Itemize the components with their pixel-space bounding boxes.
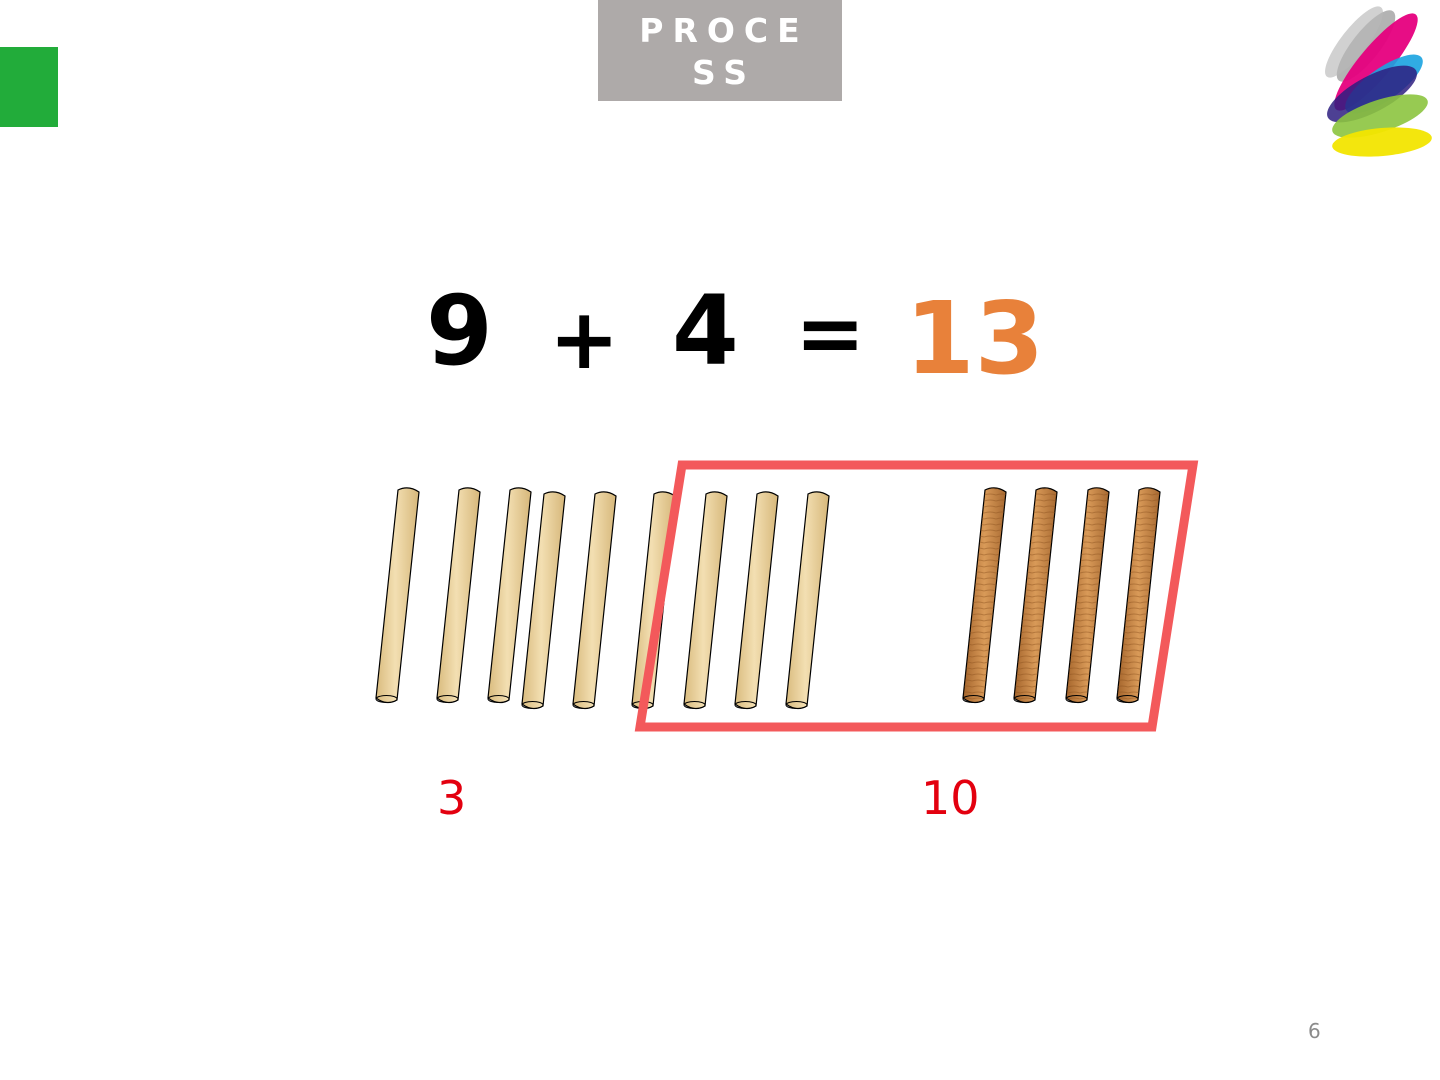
light-sticks-group (375, 487, 830, 710)
dark-sticks-group (962, 487, 1161, 704)
dark-stick (1116, 487, 1161, 704)
section-tag: PROCESS (598, 0, 842, 101)
second-addend: 4 (672, 275, 739, 387)
light-stick (572, 491, 617, 710)
page-number: 6 (1308, 1019, 1321, 1043)
equals-sign: = (795, 284, 866, 382)
first-addend: 9 (426, 275, 493, 387)
dark-stick (1065, 487, 1110, 704)
light-stick (734, 491, 779, 710)
addition-equation: 9 + 4 = 13 (0, 270, 1440, 400)
light-stick (683, 491, 728, 710)
brand-logo-icon (1325, 6, 1432, 157)
light-stick (521, 491, 566, 710)
ones-count-label: 3 (437, 771, 467, 825)
dark-stick (1013, 487, 1058, 704)
ten-group-frame (634, 460, 1199, 732)
light-stick (436, 487, 481, 704)
accent-block (0, 47, 58, 127)
tens-count-label: 10 (921, 771, 980, 825)
light-stick (487, 487, 532, 704)
light-stick (375, 487, 420, 704)
light-stick (785, 491, 830, 710)
plus-sign: + (549, 290, 620, 388)
dark-stick (962, 487, 1007, 704)
sum-result: 13 (905, 280, 1045, 397)
